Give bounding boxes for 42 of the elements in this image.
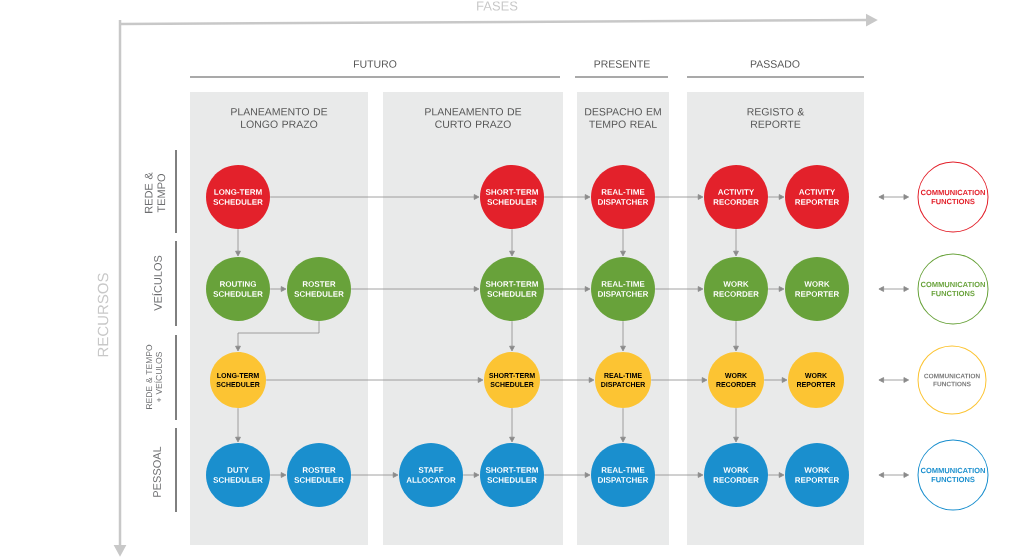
arrow (878, 194, 909, 200)
arrow (509, 320, 515, 352)
arrow (543, 472, 591, 478)
arrow (763, 377, 788, 383)
row-label: VEÍCULOS (152, 255, 162, 311)
arrow (265, 377, 484, 383)
arrow (878, 286, 909, 292)
arrow (539, 377, 595, 383)
arrow (654, 286, 704, 292)
arrow (509, 228, 515, 257)
arrow (462, 472, 480, 478)
arrow (767, 194, 785, 200)
arrow (733, 407, 739, 443)
arrow (509, 407, 515, 443)
arrow (654, 472, 704, 478)
arrow (767, 472, 785, 478)
phase-label: PASSADO (750, 60, 800, 68)
row-label: REDE & TEMPO (144, 172, 166, 213)
arrow (650, 377, 708, 383)
arrow (269, 286, 287, 292)
row-label: REDE & TEMPO + VEÍCULOS (146, 344, 162, 409)
arrow (543, 286, 591, 292)
arrow (767, 286, 785, 292)
arrow (350, 472, 399, 478)
arrow (620, 320, 626, 352)
phase-label: PRESENTE (594, 60, 650, 68)
arrow (235, 320, 320, 352)
arrow (269, 194, 480, 200)
arrow (350, 286, 480, 292)
arrow (620, 228, 626, 257)
arrow (235, 228, 241, 257)
arrow (543, 194, 591, 200)
arrow (878, 377, 909, 383)
arrow (733, 320, 739, 352)
arrow (654, 194, 704, 200)
arrow (878, 472, 909, 478)
row-label: PESSOAL (153, 446, 161, 497)
phase-label: FUTURO (354, 60, 397, 68)
arrow (235, 407, 241, 443)
arrow (269, 472, 287, 478)
arrow (620, 407, 626, 443)
arrow (733, 228, 739, 257)
